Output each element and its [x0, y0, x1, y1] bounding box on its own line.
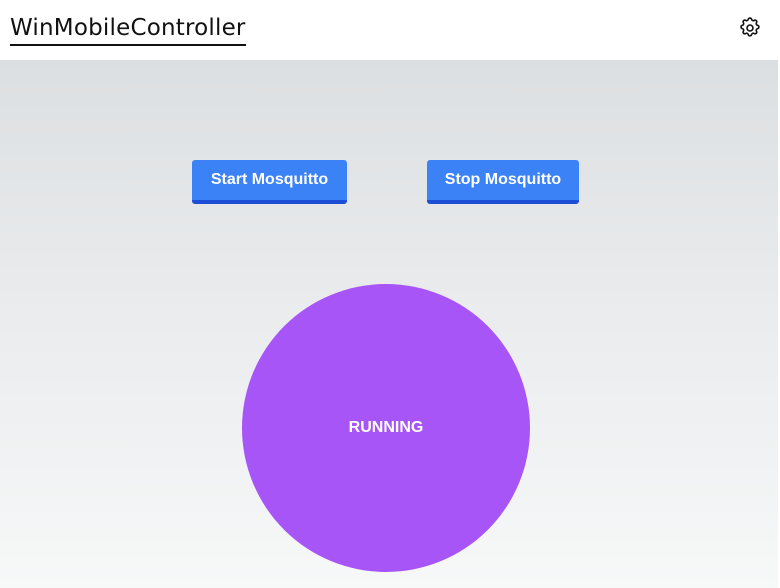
gear-icon [740, 17, 760, 37]
status-indicator: RUNNING [242, 284, 530, 572]
start-mosquitto-button[interactable]: Start Mosquitto [192, 160, 347, 204]
app-title: WinMobileController [10, 14, 246, 46]
stop-mosquitto-button[interactable]: Stop Mosquitto [427, 160, 579, 204]
status-text: RUNNING [348, 419, 424, 436]
settings-button[interactable] [738, 16, 762, 40]
main-panel: Start Mosquitto Stop Mosquitto RUNNING [0, 60, 778, 588]
app-header: WinMobileController [0, 0, 780, 60]
